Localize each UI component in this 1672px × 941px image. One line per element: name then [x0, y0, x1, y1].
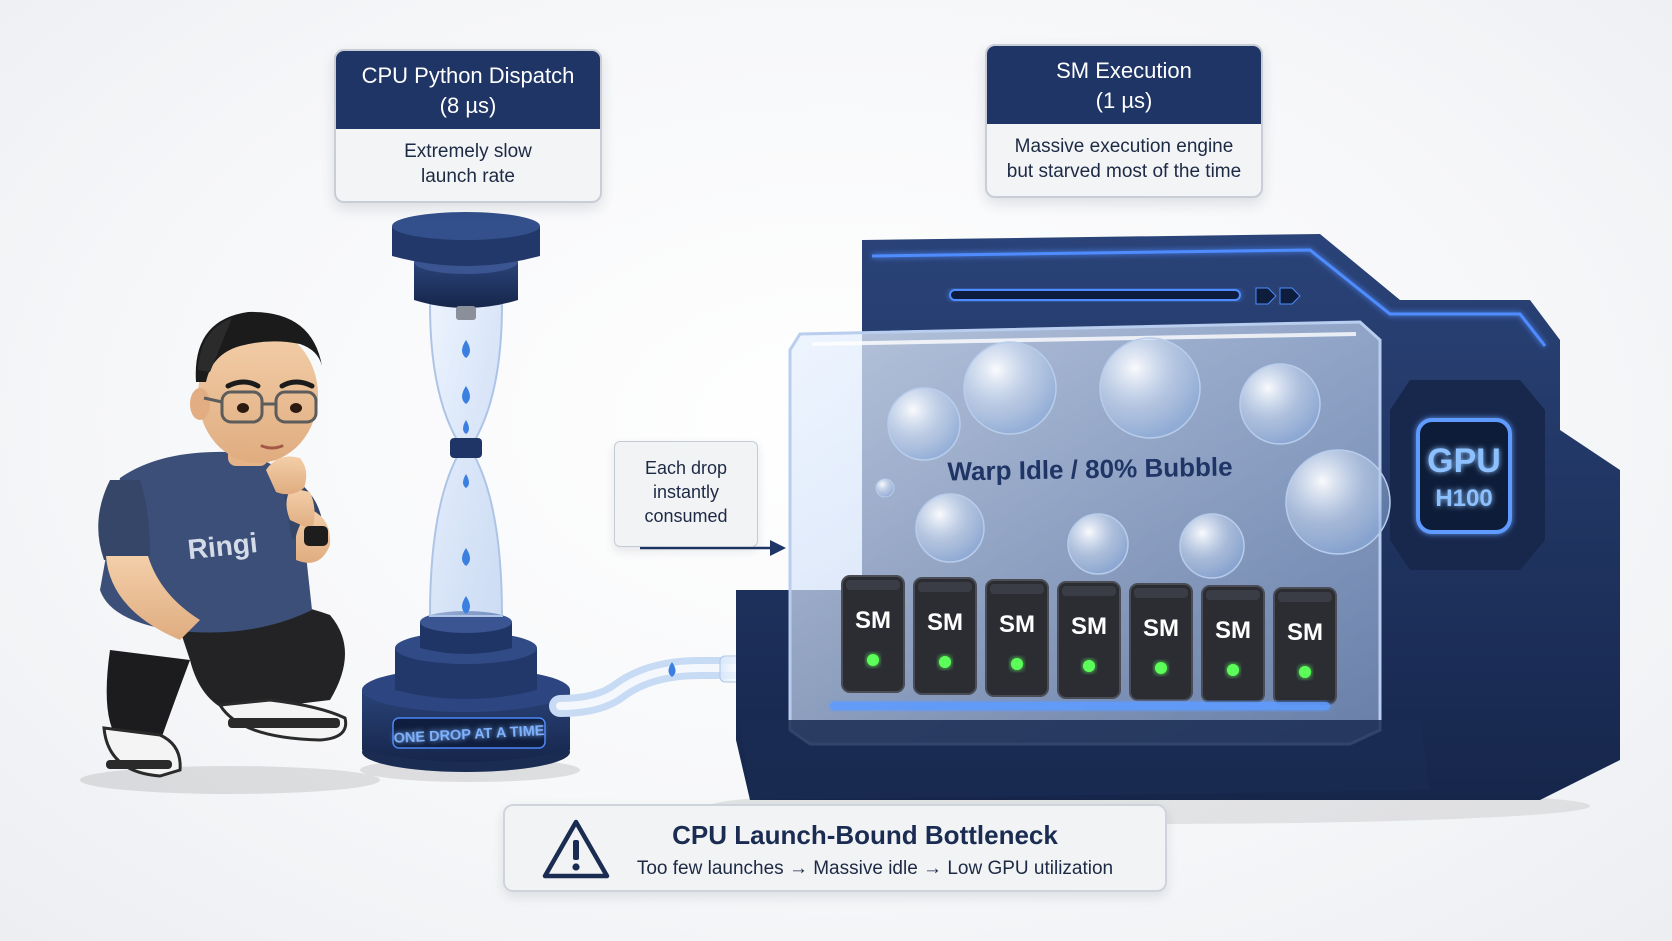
bottleneck-title: CPU Launch-Bound Bottleneck: [672, 820, 1058, 850]
cpu-dispatch-time: (8 µs): [439, 93, 497, 118]
sm-execution-time: (1 µs): [1095, 88, 1153, 113]
warp-idle-label: Warp Idle / 80% Bubble: [947, 452, 1233, 487]
sm-status-led: [939, 656, 951, 668]
sm-unit: SM: [1129, 583, 1193, 701]
sm-execution-card: SM Execution (1 µs) Massive execution en…: [985, 44, 1263, 198]
sm-execution-desc-line2: but starved most of the time: [1006, 161, 1242, 182]
drop-consumed-note: Each drop instantly consumed: [614, 441, 758, 547]
sm-status-led: [867, 654, 879, 666]
sm-execution-title: SM Execution: [1056, 58, 1192, 83]
hourglass-dispatcher: ONE DROP AT A TIME: [362, 212, 570, 772]
drop-arrow: [640, 540, 786, 556]
gpu-model-line1: GPU: [1427, 442, 1501, 480]
sm-unit: SM: [985, 579, 1049, 697]
sm-label: SM: [999, 611, 1035, 638]
sm-unit: SM: [913, 577, 977, 695]
sm-label: SM: [927, 609, 963, 636]
sm-label: SM: [1287, 619, 1323, 646]
sm-status-led: [1227, 664, 1239, 676]
shirt-text: Ringi: [186, 527, 259, 565]
sm-status-led: [1011, 658, 1023, 670]
warning-icon: [542, 819, 610, 879]
sm-unit-row: SM SM SM SM SM SM SM: [841, 575, 1337, 705]
sm-unit: SM: [841, 575, 905, 693]
sm-label: SM: [1071, 613, 1107, 640]
gpu-model-line2: H100: [1435, 485, 1492, 512]
sm-status-led: [1083, 660, 1095, 672]
cpu-dispatch-desc-line1: Extremely slow: [404, 141, 532, 162]
drop-note-line1: Each drop: [644, 458, 728, 478]
bottleneck-callout: CPU Launch-Bound Bottleneck Too few laun…: [503, 804, 1167, 892]
sm-unit: SM: [1201, 585, 1265, 703]
hourglass-base-label: ONE DROP AT A TIME: [393, 723, 545, 747]
sm-status-led: [1155, 662, 1167, 674]
sm-label: SM: [1215, 617, 1251, 644]
sm-execution-desc-line1: Massive execution engine: [1014, 136, 1234, 157]
cpu-dispatch-desc-line2: launch rate: [420, 166, 515, 187]
sm-label: SM: [1143, 615, 1179, 642]
sm-label: SM: [855, 607, 891, 634]
cpu-dispatch-title: CPU Python Dispatch: [361, 63, 575, 88]
drop-note-line2: instantly: [652, 482, 720, 502]
sm-unit: SM: [1057, 581, 1121, 699]
cpu-dispatch-card: CPU Python Dispatch (8 µs) Extremely slo…: [334, 49, 602, 203]
sm-status-led: [1299, 666, 1311, 678]
drop-note-line3: consumed: [644, 506, 728, 526]
bottleneck-subtitle: Too few launches → Massive idle → Low GP…: [636, 858, 1114, 879]
sm-unit: SM: [1273, 587, 1337, 705]
developer-character: Ringi: [98, 311, 348, 778]
